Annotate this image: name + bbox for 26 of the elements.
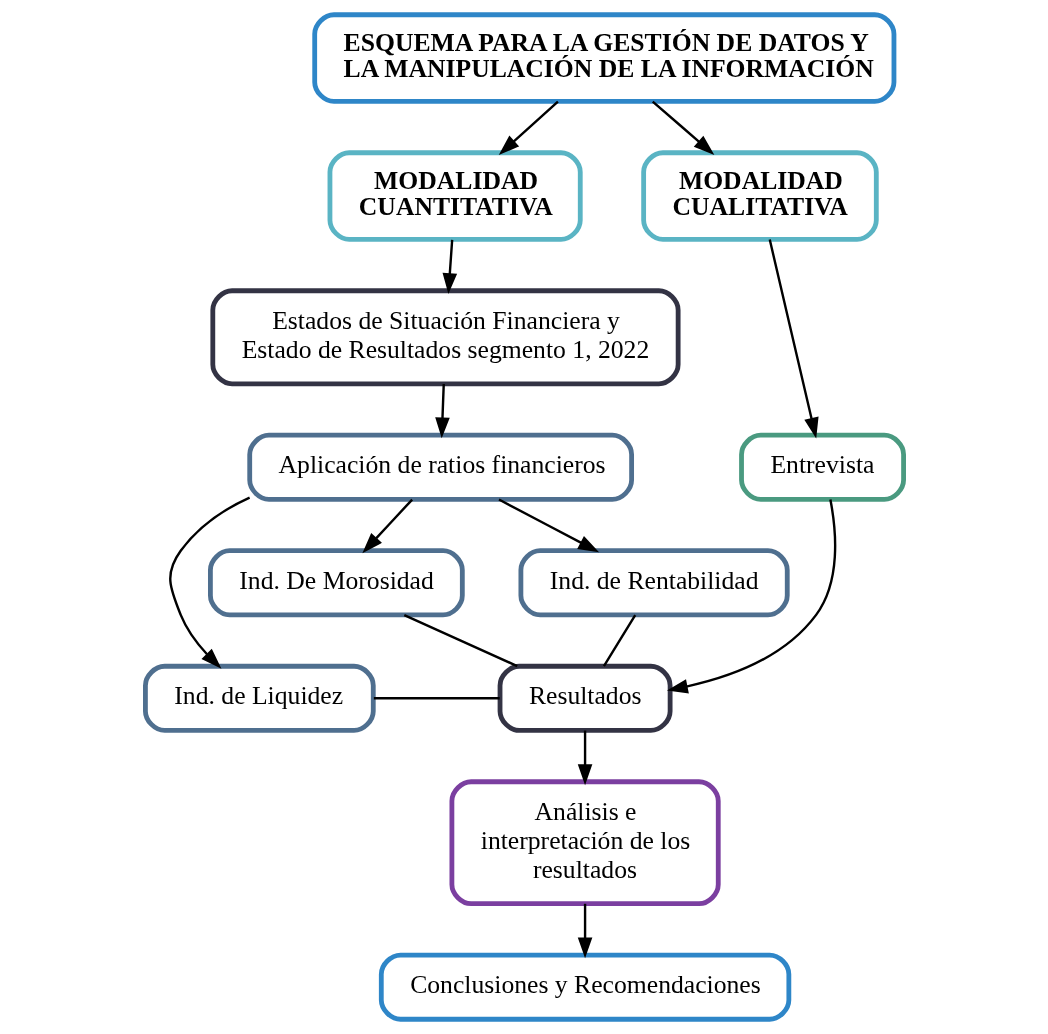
node-box: Ind. de Rentabilidad [518, 548, 790, 618]
arrow [168, 496, 250, 669]
node-box: Conclusiones y Recomendaciones [378, 952, 791, 1022]
arrow [361, 498, 413, 554]
node-box: Ind. De Morosidad [207, 548, 465, 618]
arrow [577, 730, 592, 786]
arrow [434, 383, 450, 439]
arrow [442, 239, 457, 295]
arrow [768, 239, 819, 439]
node-box: MODALIDAD CUALITATIVA [640, 150, 879, 242]
arrow [577, 903, 592, 959]
node-box: Resultados [497, 663, 673, 733]
connector [602, 614, 636, 667]
node-box: Entrevista [738, 432, 906, 502]
node-box: ESQUEMA PARA LA GESTIÓN DE DATOS Y LA MANIPULACIÓN DE LA INFORMACIÓN [311, 12, 896, 104]
node-box: Aplicación de ratios financieros [246, 432, 634, 502]
arrow [666, 499, 836, 694]
arrow [651, 100, 714, 155]
node-box: Estados de Situación Financiera y Estado de Resultados segmento 1, 2022 [209, 288, 681, 387]
node-box: Ind. de Liquidez [142, 663, 376, 733]
node-box: MODALIDAD CUANTITATIVA [327, 150, 583, 242]
connector [403, 614, 518, 668]
connector [373, 697, 500, 700]
arrow [498, 100, 559, 156]
arrow [497, 498, 599, 553]
node-box: Análisis e interpretación de los resultados [449, 779, 721, 907]
